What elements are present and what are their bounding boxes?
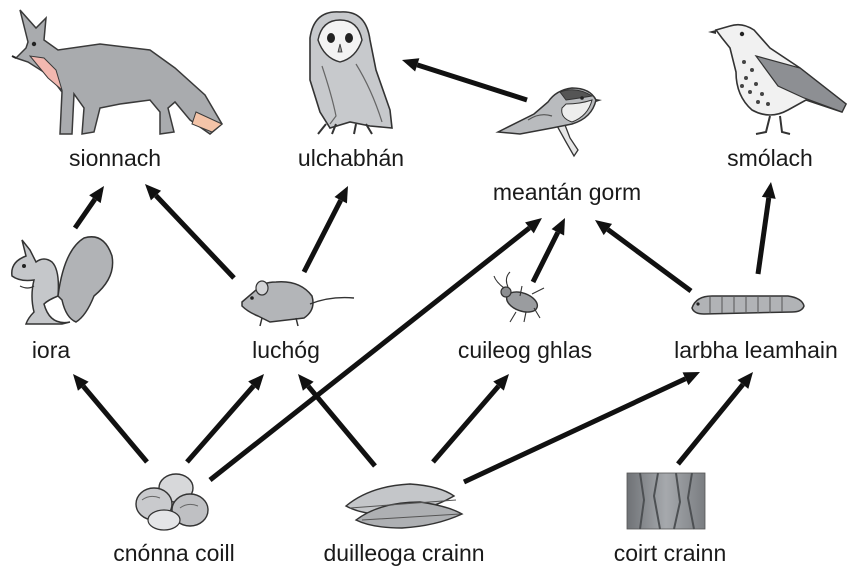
label-meantan-gorm: meantán gorm — [493, 179, 641, 205]
leaves-icon — [346, 484, 462, 528]
arrow-luchog-to-ulchabhan — [304, 186, 348, 272]
mouse-icon — [242, 281, 354, 326]
fox-icon — [12, 10, 222, 134]
arrow-shaft — [417, 65, 527, 100]
arrow-duilleoga-crainn-to-luchog — [298, 374, 375, 466]
arrow-luchog-to-sionnach — [145, 184, 234, 278]
label-coirt-crainn: coirt crainn — [614, 540, 726, 566]
arrow-shaft — [464, 379, 685, 482]
arrow-iora-to-sionnach — [75, 186, 104, 228]
arrow-shaft — [308, 386, 375, 466]
label-cnonna-coill: cnónna coill — [113, 540, 234, 566]
arrow-shaft — [433, 386, 499, 462]
arrow-larbha-leamhain-to-smolach — [758, 182, 776, 274]
arrows-layer — [73, 58, 776, 482]
arrow-shaft — [83, 386, 147, 462]
squirrel-icon — [12, 237, 113, 324]
label-cuileog-ghlas: cuileog ghlas — [458, 337, 592, 363]
thrush-icon — [708, 25, 846, 134]
arrow-duilleoga-crainn-to-cuileog-ghlas — [433, 374, 509, 462]
label-duilleoga-crainn: duilleoga crainn — [323, 540, 484, 566]
label-luchog: luchóg — [252, 337, 320, 363]
bark-icon — [627, 473, 705, 529]
label-larbha-leamhain: larbha leamhain — [674, 337, 838, 363]
arrow-shaft — [304, 200, 341, 272]
arrow-coirt-crainn-to-larbha-leamhain — [678, 372, 753, 464]
arrow-larbha-leamhain-to-meantan-gorm — [595, 220, 691, 291]
arrow-head — [762, 182, 776, 199]
label-smolach: smólach — [727, 145, 813, 171]
arrow-shaft — [678, 384, 743, 464]
arrow-shaft — [156, 196, 234, 278]
arrow-shaft — [758, 198, 769, 274]
arrow-cuileog-ghlas-to-meantan-gorm — [533, 218, 565, 282]
label-iora: iora — [32, 337, 71, 363]
arrow-shaft — [608, 230, 691, 291]
arrow-cnonna-coill-to-iora — [73, 374, 147, 462]
label-sionnach: sionnach — [69, 145, 161, 171]
hazelnuts-icon — [136, 474, 208, 530]
arrow-head — [402, 58, 419, 71]
arrow-shaft — [75, 199, 95, 228]
arrow-shaft — [533, 232, 558, 282]
label-ulchabhan: ulchabhán — [298, 145, 404, 171]
owl-icon — [310, 12, 392, 134]
arrow-meantan-gorm-to-ulchabhan — [402, 58, 527, 100]
caterpillar-icon — [692, 296, 804, 314]
